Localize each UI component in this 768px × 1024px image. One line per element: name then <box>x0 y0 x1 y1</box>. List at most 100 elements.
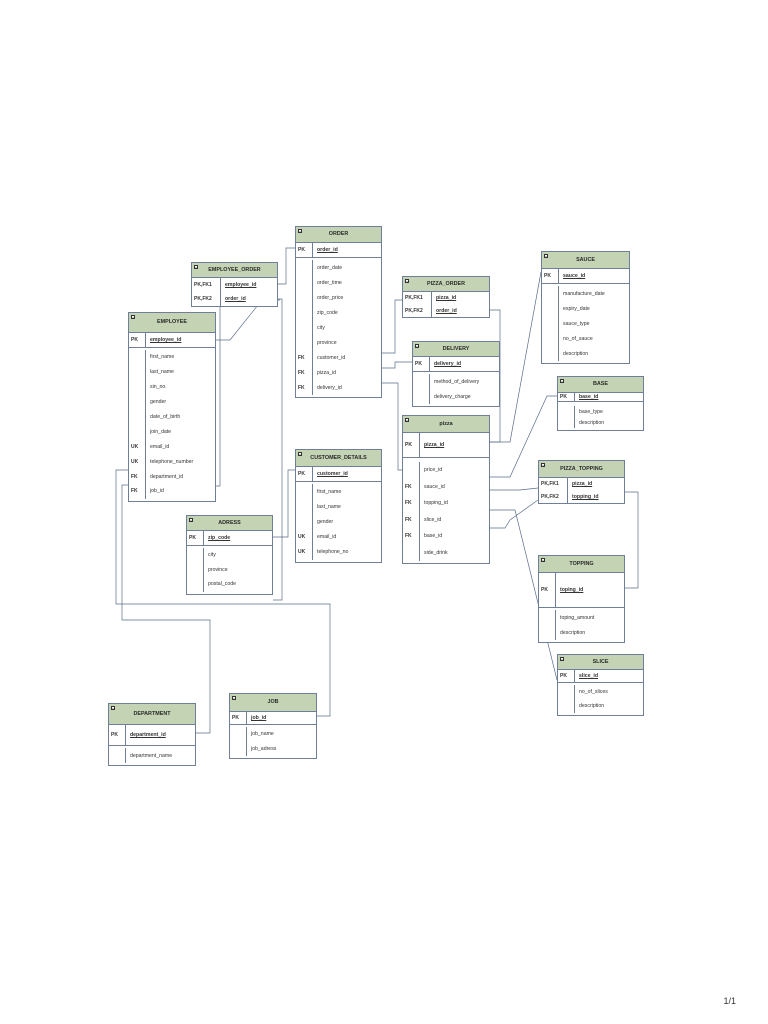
pizza-to-pizza-topping-2-line <box>490 499 539 529</box>
key-type-label: PK,FK2 <box>539 490 568 503</box>
attribute-name: email_id <box>317 534 337 541</box>
collapse-icon[interactable]: − <box>298 229 302 234</box>
adress-to-customer-line <box>273 469 295 538</box>
key-type-label: PK <box>539 573 556 607</box>
key-type-label <box>542 286 559 301</box>
entity-title-label: DELIVERY <box>442 346 470 352</box>
key-type-label: PK,FK1 <box>403 292 432 305</box>
key-section: PK toping_id <box>539 573 624 607</box>
collapse-icon[interactable]: − <box>405 279 409 284</box>
attribute-name: telephone_number <box>150 458 194 465</box>
attribute-name: sauce_type <box>563 320 590 327</box>
entity-title: −CUSTOMER_DETAILS <box>296 450 381 467</box>
entity-title: −EMPLOYEE <box>129 313 215 333</box>
entity-title-label: ORDER <box>328 231 349 237</box>
sauce-attrs-row: manufacture_date <box>542 286 629 301</box>
attribute-name: delivery_id <box>317 384 342 391</box>
key-type-label <box>558 406 575 417</box>
collapse-icon[interactable]: − <box>131 315 135 320</box>
customer_details-attrs-row: first_name <box>296 484 381 500</box>
collapse-icon[interactable]: − <box>194 265 198 270</box>
base-attrs-row: base_type <box>558 406 643 417</box>
collapse-icon[interactable]: − <box>405 418 409 423</box>
key-type-label <box>129 409 146 425</box>
pizza-attrs-row: side_drink <box>403 544 489 561</box>
attribute-name: description <box>560 629 586 636</box>
key-type-label <box>403 462 420 479</box>
collapse-icon[interactable]: − <box>560 379 564 384</box>
collapse-icon[interactable]: − <box>189 518 193 523</box>
primary-key-attribute: employee_id <box>150 337 182 343</box>
collapse-icon[interactable]: − <box>560 657 564 662</box>
collapse-icon[interactable]: − <box>111 706 115 711</box>
base-attrs-row: description <box>558 417 643 428</box>
key-type-label <box>558 699 575 713</box>
employee-attrs-row: first_name <box>129 350 215 365</box>
adress-attrs-row: city <box>187 548 272 563</box>
attribute-name: side_drink <box>424 549 448 556</box>
collapse-icon[interactable]: − <box>541 558 545 563</box>
key-type-label: PK <box>109 725 126 745</box>
collapse-icon[interactable]: − <box>298 452 302 457</box>
customer_details-attrs-row: gender <box>296 514 381 530</box>
attribute-name: join_date <box>150 428 172 435</box>
attribute-name: description <box>563 350 589 357</box>
primary-key-attribute: pizza_id <box>424 442 445 448</box>
attribute-name: order_time <box>317 279 342 286</box>
attribute-name: city <box>208 552 216 559</box>
key-type-label <box>296 335 313 350</box>
primary-key-attribute: base_id <box>579 394 599 400</box>
attribute-name: no_of_slices <box>579 689 608 695</box>
entity-title-label: SAUCE <box>576 257 595 263</box>
attribute-name: expiry_date <box>563 305 590 312</box>
collapse-icon[interactable]: − <box>541 463 545 468</box>
key-type-label: UK <box>129 454 146 470</box>
key-type-label <box>109 748 126 763</box>
employee-order-to-adress-line <box>273 298 283 601</box>
collapse-icon[interactable]: − <box>232 696 236 701</box>
collapse-icon[interactable]: − <box>415 344 419 349</box>
primary-key-attribute: toping_id <box>560 587 584 593</box>
key-type-label: FK <box>403 528 420 545</box>
customer_details-attrs-row: last_name <box>296 499 381 515</box>
collapse-icon[interactable]: − <box>544 254 548 259</box>
attribute-name: telephone_no <box>317 549 349 556</box>
attribute-name: sauce_id <box>424 483 445 490</box>
attribute-name: date_of_birth <box>150 414 181 420</box>
